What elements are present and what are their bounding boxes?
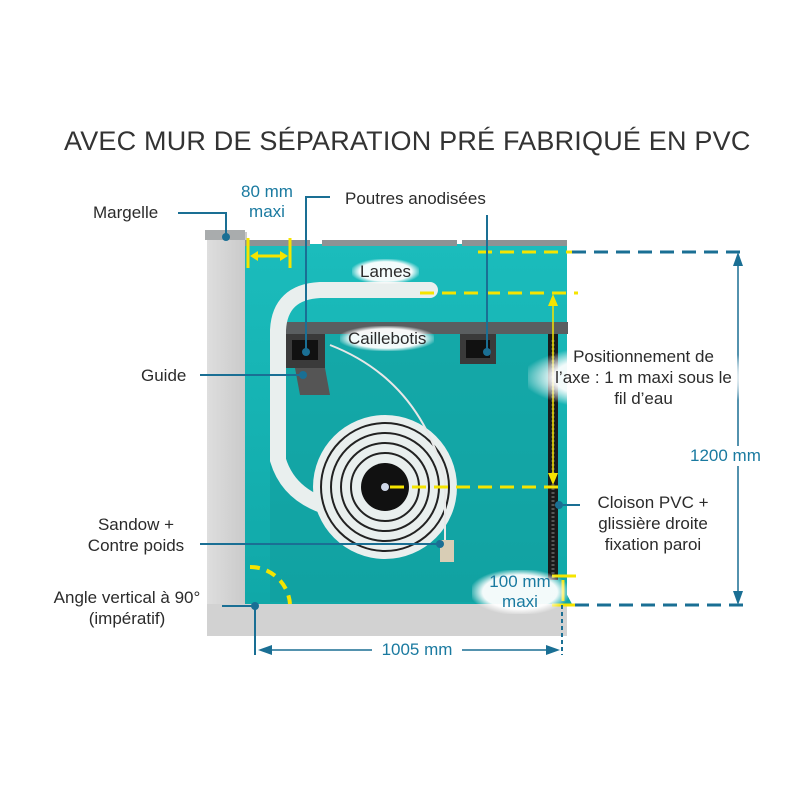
dimension-bottom-gap-qualifier: maxi — [502, 592, 538, 611]
dimension-bottom-gap-value: 100 mm — [489, 572, 551, 591]
label-positionnement-axe: Positionnement de l’axe : 1 m maxi sous … — [528, 344, 759, 411]
cloison-line-3: fixation paroi — [604, 535, 702, 554]
label-margelle: Margelle — [93, 203, 159, 222]
positionnement-line-2: l’axe : 1 m maxi sous le — [555, 368, 732, 387]
cloison-line-2: glissière droite — [598, 514, 708, 533]
label-sandow: Sandow + Contre poids — [76, 514, 196, 556]
leader-dots — [222, 233, 563, 610]
angle-line-2: (impératif) — [88, 609, 166, 628]
leader-lines — [178, 196, 580, 607]
page-title: AVEC MUR DE SÉPARATION PRÉ FABRIQUÉ EN P… — [64, 126, 751, 156]
dimension-top-gap-qualifier: maxi — [249, 202, 285, 221]
dimension-top-gap-value: 80 mm — [241, 182, 293, 201]
slats-path — [270, 282, 438, 518]
sandow-line-1: Sandow + — [97, 515, 175, 534]
cloison-line-1: Cloison PVC + — [597, 493, 709, 512]
pool-wall — [205, 230, 567, 636]
positionnement-line-1: Positionnement de — [573, 347, 714, 366]
label-guide: Guide — [141, 366, 187, 385]
coping-edge — [245, 240, 567, 246]
sandow-cord — [329, 344, 446, 540]
label-poutres-anodisees: Poutres anodisées — [345, 189, 486, 208]
label-lames: Lames — [352, 259, 420, 284]
positionnement-line-3: fil d’eau — [614, 389, 673, 408]
top-gap-dimension — [246, 238, 292, 268]
dimension-bottom-gap: 100 mm maxi — [472, 570, 568, 614]
angle-line-1: Angle vertical à 90° — [53, 588, 201, 607]
rolled-cover — [313, 415, 457, 559]
height-extent-lines — [572, 250, 745, 607]
sandow-line-2: Contre poids — [87, 536, 185, 555]
dimension-height: 1200 mm — [688, 446, 763, 466]
label-angle-vertical: Angle vertical à 90° (impératif) — [34, 587, 220, 629]
label-caillebotis: Caillebotis — [340, 326, 435, 351]
right-angle-arc — [249, 564, 292, 605]
label-cloison-pvc: Cloison PVC + glissière droite fixation … — [583, 492, 723, 555]
water-level-line — [390, 250, 578, 489]
dimension-width: 1005 mm — [381, 640, 453, 659]
anodized-beam-right — [460, 334, 496, 364]
dimension-top-gap: 80 mm maxi — [232, 182, 302, 222]
